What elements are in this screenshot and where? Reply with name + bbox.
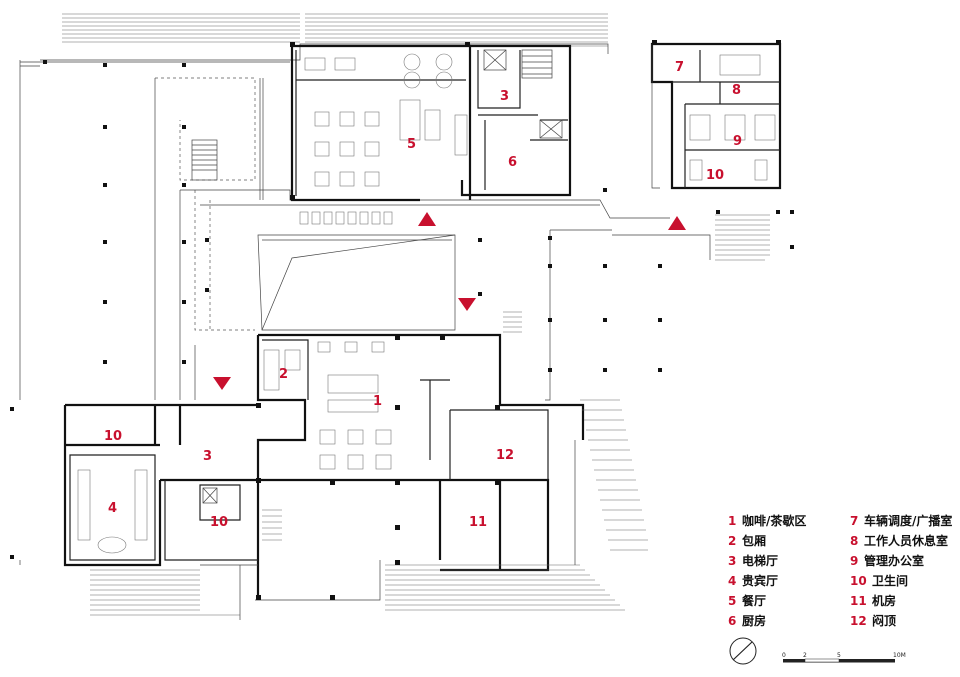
south-edge bbox=[200, 560, 381, 620]
room-label-10-annex: 10 bbox=[706, 168, 724, 183]
room-label-4: 4 bbox=[108, 501, 117, 516]
atrium-diagonal bbox=[261, 234, 456, 331]
legend-num: 4 bbox=[728, 574, 736, 588]
entrance-triangle-icon bbox=[458, 298, 476, 311]
room-label-3-east: 3 bbox=[500, 89, 509, 104]
room-label-1: 1 bbox=[373, 394, 382, 409]
top-terrace-edge bbox=[40, 43, 609, 61]
east-stair bbox=[715, 214, 770, 261]
legend-num: 2 bbox=[728, 534, 736, 548]
upper-stair bbox=[191, 139, 218, 181]
dining-tables bbox=[299, 111, 393, 225]
legend-name: 餐厅 bbox=[742, 593, 766, 608]
legend-num: 7 bbox=[850, 514, 858, 528]
top-walkway bbox=[20, 61, 290, 67]
legend-name: 贵宾厅 bbox=[742, 573, 778, 588]
legend-name: 车辆调度/广播室 bbox=[864, 513, 952, 528]
entrance-triangle-icon bbox=[213, 377, 231, 390]
east-stair-lower bbox=[580, 399, 648, 551]
legend-name: 工作人员休息室 bbox=[864, 533, 948, 548]
legend-name: 卫生间 bbox=[872, 573, 908, 588]
scale-tick: 10M bbox=[893, 652, 906, 659]
top-terrace-hatch bbox=[62, 13, 608, 47]
legend-num: 6 bbox=[728, 614, 736, 628]
legend-name: 包厢 bbox=[741, 533, 766, 548]
west-block bbox=[63, 403, 258, 567]
south-west-terrace bbox=[90, 569, 240, 616]
mid-stair-right bbox=[503, 311, 522, 333]
legend-name: 闷顶 bbox=[872, 613, 896, 628]
room-label-9: 9 bbox=[733, 134, 742, 149]
kitchen-block bbox=[460, 44, 572, 197]
legend: 1 咖啡/茶歇区 2 包厢 3 电梯厅 4 贵宾厅 5 餐厅 6 厨房 7 车辆… bbox=[728, 513, 952, 628]
room-label-5: 5 bbox=[407, 137, 416, 152]
legend-num: 9 bbox=[850, 554, 858, 568]
room-label-2: 2 bbox=[279, 367, 288, 382]
room-label-10-west: 10 bbox=[104, 429, 122, 444]
legend-name: 电梯厅 bbox=[742, 553, 778, 568]
structural-columns bbox=[10, 40, 794, 600]
room-label-7: 7 bbox=[675, 60, 684, 75]
legend-name: 管理办公室 bbox=[864, 553, 924, 568]
legend-name: 厨房 bbox=[742, 613, 766, 628]
north-arrow-icon bbox=[729, 637, 757, 665]
legend-num: 1 bbox=[728, 514, 736, 528]
legend-name: 机房 bbox=[872, 593, 896, 608]
legend-name: 咖啡/茶歇区 bbox=[742, 513, 806, 528]
legend-num: 11 bbox=[850, 594, 867, 608]
upper-ramp-dashed bbox=[155, 77, 256, 331]
south-east-terrace bbox=[385, 564, 625, 611]
stair-guide bbox=[259, 78, 264, 200]
room-label-12: 12 bbox=[496, 448, 514, 463]
east-terrace-edge bbox=[545, 229, 711, 401]
legend-num: 10 bbox=[850, 574, 867, 588]
legend-num: 3 bbox=[728, 554, 736, 568]
coffee-area-furniture bbox=[317, 341, 392, 470]
entrance-triangle-icon bbox=[668, 216, 686, 230]
room-label-11: 11 bbox=[469, 515, 487, 530]
room-label-3-west: 3 bbox=[203, 449, 212, 464]
entrance-triangle-icon bbox=[418, 212, 436, 226]
south-stair bbox=[262, 509, 282, 541]
room-label-6: 6 bbox=[508, 155, 517, 170]
dining-hall-block bbox=[290, 44, 472, 202]
scale-tick: 2 bbox=[803, 652, 807, 659]
scale-tick: 5 bbox=[837, 652, 841, 659]
room-label-10-lift: 10 bbox=[210, 515, 228, 530]
west-corridor-lines bbox=[154, 78, 196, 400]
legend-num: 8 bbox=[850, 534, 858, 548]
east-annex bbox=[650, 42, 782, 190]
room-label-8: 8 bbox=[732, 83, 741, 98]
legend-num: 12 bbox=[850, 614, 867, 628]
legend-num: 5 bbox=[728, 594, 736, 608]
main-lower-block bbox=[256, 333, 585, 600]
mid-walk-upper bbox=[180, 189, 670, 219]
scale-tick: 0 bbox=[782, 652, 786, 659]
scale-bar: 0 2 5 10M bbox=[782, 652, 906, 663]
atrium-void bbox=[257, 234, 456, 331]
